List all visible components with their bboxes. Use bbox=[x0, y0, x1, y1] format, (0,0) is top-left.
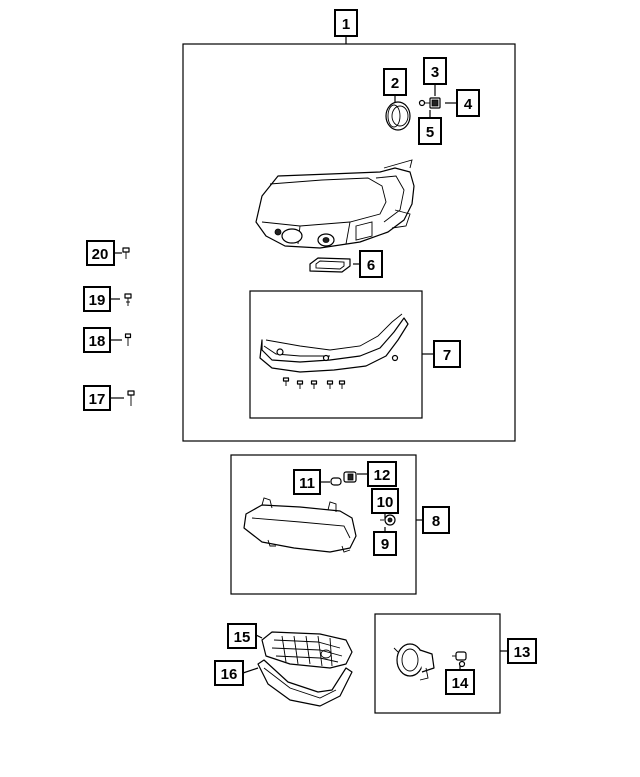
svg-text:1: 1 bbox=[342, 16, 350, 33]
callout-6: 6 bbox=[359, 250, 383, 278]
bulb-cap-ring bbox=[385, 101, 411, 131]
callout-16: 16 bbox=[214, 660, 244, 686]
callout-8: 8 bbox=[422, 506, 450, 534]
svg-text:19: 19 bbox=[89, 292, 106, 309]
callout-10: 10 bbox=[371, 488, 399, 514]
callout-20: 20 bbox=[86, 240, 115, 266]
callout-17: 17 bbox=[83, 385, 111, 411]
fog-lamp-frame bbox=[374, 613, 501, 714]
callout-7: 7 bbox=[433, 340, 461, 368]
fascia-grille bbox=[261, 631, 353, 669]
daytime-running-lamp-frame bbox=[230, 454, 417, 595]
trim-bracket-frame bbox=[249, 290, 423, 419]
drl-bulb bbox=[330, 477, 342, 486]
svg-text:11: 11 bbox=[299, 475, 315, 492]
svg-text:2: 2 bbox=[391, 75, 399, 92]
svg-text:4: 4 bbox=[464, 96, 473, 113]
fascia-bezel-strip bbox=[257, 659, 353, 707]
svg-text:8: 8 bbox=[432, 513, 440, 530]
daytime-running-lamp bbox=[243, 497, 357, 553]
drl-bulb-socket bbox=[343, 471, 357, 483]
svg-text:12: 12 bbox=[374, 467, 391, 484]
headlamp-assembly bbox=[255, 159, 415, 249]
callout-1: 1 bbox=[334, 9, 358, 37]
fog-lamp-bulb bbox=[452, 651, 467, 668]
drl-socket bbox=[380, 514, 396, 526]
svg-text:10: 10 bbox=[377, 494, 394, 511]
callout-5: 5 bbox=[418, 117, 442, 145]
callout-18: 18 bbox=[83, 327, 111, 353]
svg-text:13: 13 bbox=[514, 644, 531, 661]
callout-13: 13 bbox=[507, 638, 537, 664]
svg-text:20: 20 bbox=[92, 246, 109, 263]
callout-11: 11 bbox=[293, 469, 321, 495]
trim-bracket bbox=[259, 313, 409, 373]
trim-bracket-screws bbox=[282, 377, 346, 389]
svg-text:16: 16 bbox=[221, 666, 238, 683]
callout-12: 12 bbox=[367, 461, 397, 487]
svg-text:6: 6 bbox=[367, 257, 375, 274]
gasket bbox=[309, 257, 351, 273]
fastener-18 bbox=[124, 333, 132, 346]
svg-text:7: 7 bbox=[443, 347, 451, 364]
fastener-17 bbox=[127, 390, 135, 406]
svg-text:14: 14 bbox=[452, 675, 469, 692]
svg-text:9: 9 bbox=[381, 536, 389, 553]
callout-2: 2 bbox=[383, 68, 407, 96]
fog-lamp bbox=[393, 643, 435, 681]
callout-15: 15 bbox=[227, 623, 257, 649]
fastener-20 bbox=[122, 247, 130, 259]
svg-text:15: 15 bbox=[234, 629, 251, 646]
svg-text:18: 18 bbox=[89, 333, 106, 350]
callout-9: 9 bbox=[373, 531, 397, 556]
svg-text:5: 5 bbox=[426, 124, 434, 141]
headlamp-assembly-frame bbox=[182, 43, 516, 442]
bulb-socket bbox=[418, 97, 441, 109]
callout-4: 4 bbox=[456, 89, 480, 117]
callout-3: 3 bbox=[423, 57, 447, 85]
callout-14: 14 bbox=[445, 669, 475, 695]
fastener-19 bbox=[124, 293, 132, 306]
callout-19: 19 bbox=[83, 286, 111, 312]
svg-text:17: 17 bbox=[89, 391, 106, 408]
svg-text:3: 3 bbox=[431, 64, 439, 81]
